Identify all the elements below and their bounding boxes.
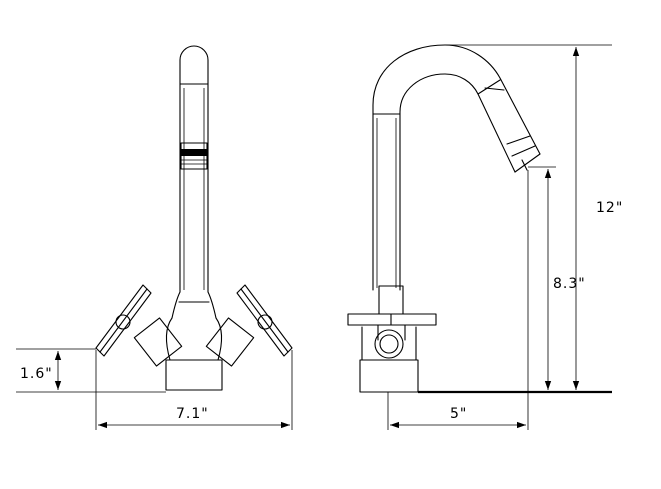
front-aerator xyxy=(180,142,208,170)
front-body xyxy=(165,317,223,361)
dimension-total-height: 12" xyxy=(596,200,623,216)
side-body xyxy=(361,326,417,361)
side-spout-inner xyxy=(399,73,516,291)
dimension-overall-width: 7.1" xyxy=(176,406,209,422)
front-view xyxy=(95,45,293,391)
dimension-base-height: 1.6" xyxy=(20,366,53,382)
front-base xyxy=(165,359,223,391)
side-dimensions: 12" 8.3" 5" xyxy=(387,44,623,430)
dimension-spout-reach: 5" xyxy=(450,406,467,422)
front-dimensions: 1.6" 7.1" xyxy=(16,348,293,430)
side-handle xyxy=(347,285,437,359)
side-base xyxy=(359,359,419,393)
front-left-handle xyxy=(95,284,183,367)
side-spout-outer xyxy=(372,44,541,291)
front-spout-tube xyxy=(179,45,209,293)
dimension-spout-height: 8.3" xyxy=(553,276,586,292)
side-view xyxy=(347,44,612,394)
front-right-handle xyxy=(205,284,293,367)
